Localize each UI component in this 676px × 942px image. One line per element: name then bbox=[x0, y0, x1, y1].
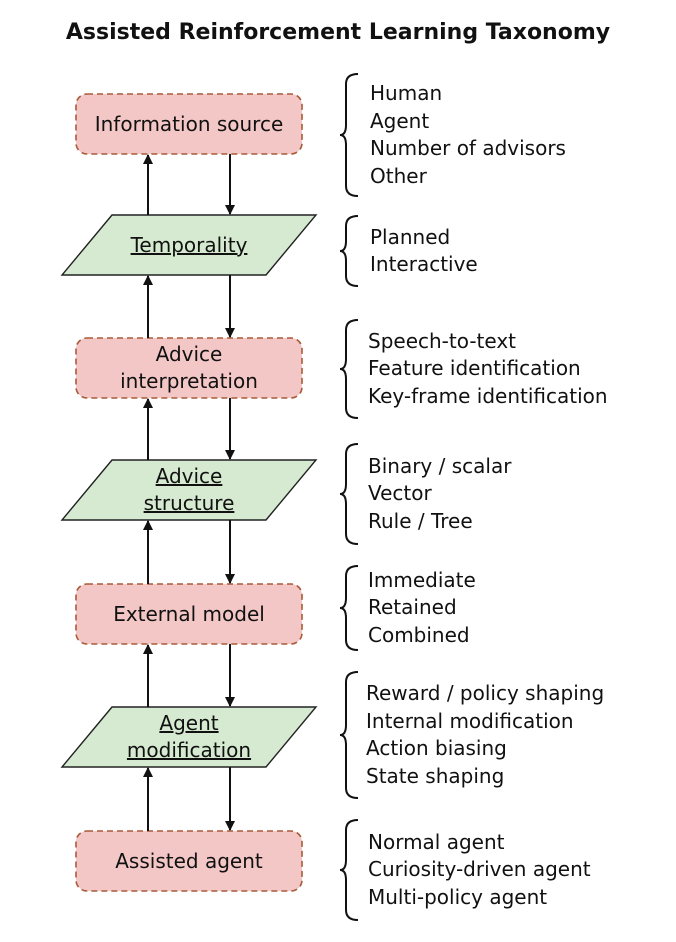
option-item: Binary / scalar bbox=[368, 453, 512, 478]
node-label-7: Assisted agent bbox=[76, 831, 302, 891]
option-item: Number of advisors bbox=[370, 136, 566, 160]
node-label-line: Agent bbox=[159, 711, 219, 735]
option-item: Combined bbox=[368, 622, 470, 647]
process-node-5 bbox=[75, 583, 303, 645]
process-node-7 bbox=[75, 830, 303, 892]
diagram-title: Assisted Reinforcement Learning Taxonomy bbox=[65, 20, 611, 45]
option-item: Rule / Tree bbox=[368, 508, 473, 533]
curly-brace-2 bbox=[339, 215, 359, 287]
option-item: Vector bbox=[368, 481, 432, 506]
curly-brace-1 bbox=[339, 73, 359, 197]
node-label-4: Advice structure bbox=[62, 460, 316, 520]
curly-brace-6 bbox=[339, 671, 359, 799]
node-label-line: Information source bbox=[94, 111, 284, 136]
node-label-1: Information source bbox=[76, 94, 302, 154]
curly-brace-5 bbox=[339, 565, 359, 651]
process-node-1 bbox=[75, 93, 303, 155]
curly-brace-7 bbox=[339, 819, 359, 921]
option-item: State shaping bbox=[366, 763, 505, 788]
node-label-line: interpretation bbox=[120, 369, 258, 393]
node-label-line: External model bbox=[113, 601, 265, 626]
option-item: Curiosity-driven agent bbox=[368, 857, 591, 882]
option-item: Planned bbox=[370, 224, 451, 249]
node-label-3: Advice interpretation bbox=[76, 338, 302, 398]
process-node-3 bbox=[75, 337, 303, 399]
option-item: Feature identification bbox=[368, 356, 581, 381]
option-item: Speech-to-text bbox=[368, 328, 517, 353]
option-item: Key-frame identification bbox=[368, 383, 608, 408]
option-item: Interactive bbox=[370, 252, 478, 276]
option-item: Human bbox=[370, 81, 443, 105]
option-item: Agent bbox=[370, 108, 430, 133]
curly-brace-3 bbox=[339, 319, 359, 419]
option-item: Internal modification bbox=[366, 708, 574, 733]
option-item: Action biasing bbox=[366, 736, 507, 760]
node-label-line: Advice bbox=[155, 342, 223, 366]
option-item: Retained bbox=[368, 595, 457, 620]
option-item: Normal agent bbox=[368, 829, 505, 854]
node-label-line: structure bbox=[143, 491, 235, 515]
node-label-5: External model bbox=[76, 584, 302, 644]
node-label-line: Temporality bbox=[130, 232, 248, 257]
node-label-6: Agent modification bbox=[62, 707, 316, 767]
curly-brace-4 bbox=[339, 443, 359, 545]
option-item: Multi-policy agent bbox=[368, 884, 548, 909]
node-label-2: Temporality bbox=[62, 215, 316, 275]
node-label-line: modification bbox=[126, 738, 252, 762]
data-node-6 bbox=[60, 706, 318, 768]
node-label-line: Advice bbox=[155, 464, 223, 488]
option-item: Immediate bbox=[368, 567, 476, 592]
data-node-2 bbox=[60, 214, 318, 276]
option-item: Other bbox=[370, 163, 427, 188]
option-item: Reward / policy shaping bbox=[366, 681, 605, 705]
node-label-line: Assisted agent bbox=[115, 848, 263, 873]
data-node-4 bbox=[60, 459, 318, 521]
